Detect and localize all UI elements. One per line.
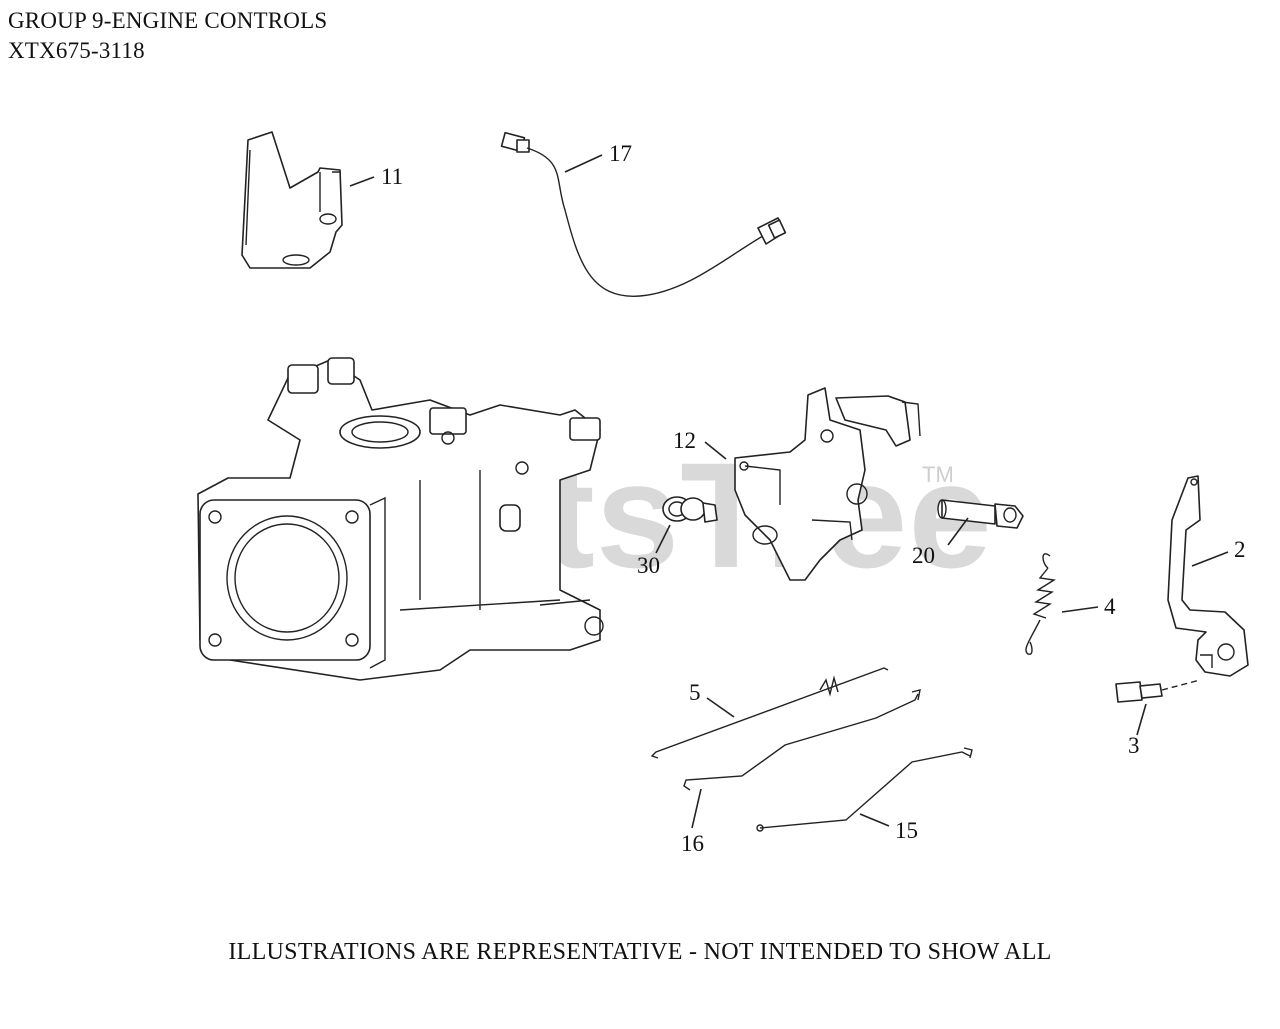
part-16-link: [683, 689, 921, 791]
engine-block: [197, 357, 604, 681]
callout-20: 20: [912, 543, 935, 568]
callout-15: 15: [895, 818, 918, 843]
watermark-trademark: TM: [922, 462, 954, 487]
part-20-bolt: [937, 499, 1024, 529]
callout-12: 12: [673, 428, 696, 453]
callout-11: 11: [381, 164, 403, 189]
diagram-title: GROUP 9-ENGINE CONTROLS: [8, 8, 328, 33]
part-11-bracket: [241, 131, 343, 269]
part-12-control-bracket: [734, 387, 921, 581]
footer-note: ILLUSTRATIONS ARE REPRESENTATIVE - NOT I…: [228, 939, 1052, 965]
callout-17: 17: [609, 141, 632, 166]
part-2-spring: [1025, 553, 1056, 655]
part-4-lever: [1167, 475, 1249, 677]
callout-2: 4: [1104, 594, 1116, 619]
part-30-clip: [662, 496, 718, 523]
part-17-wire: [500, 131, 787, 297]
callout-4: 2: [1234, 537, 1246, 562]
part-3-rod: [650, 667, 889, 759]
callout-5: 3: [1128, 733, 1140, 758]
callout-30: 30: [637, 553, 660, 578]
callout-3: 5: [689, 680, 701, 705]
model-number: XTX675-3118: [8, 38, 145, 63]
part-5-bushing: [1115, 679, 1201, 703]
part-15-link: [756, 747, 973, 832]
callout-16: 16: [681, 831, 704, 856]
